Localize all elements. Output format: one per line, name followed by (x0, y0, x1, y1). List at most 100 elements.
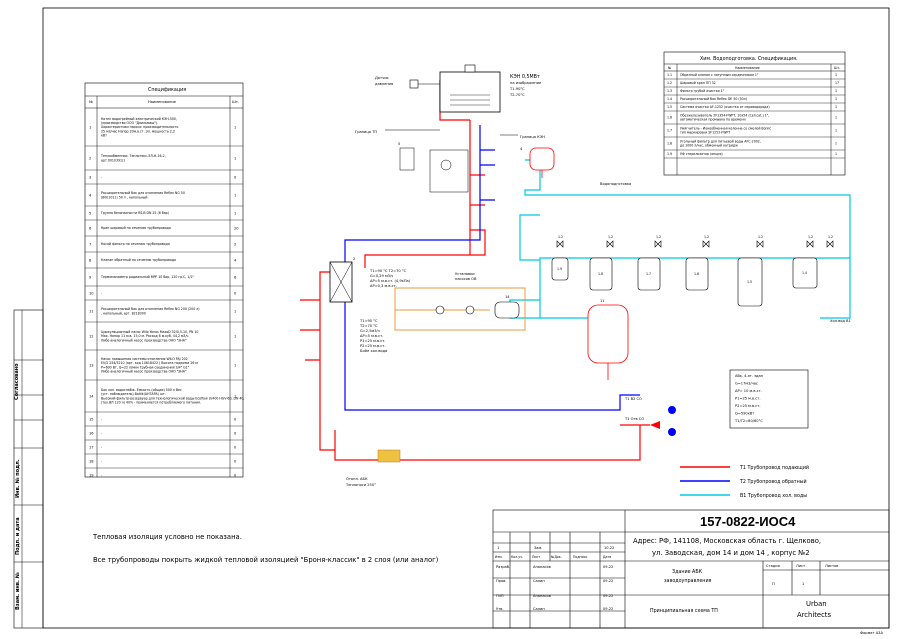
right-spec-row-qty: 1 (835, 105, 837, 109)
safety-group: 5 (398, 142, 469, 193)
ball-valve-label: 1.2 (704, 235, 709, 239)
left-spec-row-name: Группа безопасности RS-B DN 25 (6 бар) (101, 211, 169, 215)
side-stamp-agreed: Согласовано (14, 363, 20, 400)
filter-vessel (589, 257, 613, 291)
left-spec-row-name: (производство ООО "Доильмаш"). (101, 121, 158, 125)
ball-valve-label: 1.2 (656, 235, 661, 239)
right-spec-row-qty: 1 (835, 73, 837, 77)
expansion-tank-4: 4 (520, 147, 555, 178)
ball-valve-label: 1.2 (758, 235, 763, 239)
left-spec-row-name: Котел водогрейный электрический КЭН-500, (101, 117, 177, 121)
right-spec-title: Хим. Водоподготовка. Спецификация. (700, 56, 798, 62)
ball-valve-icon (756, 240, 764, 248)
legend-label: Т2 Трубопровод обратный (739, 478, 807, 485)
left-spec-row-qty: 1 (234, 364, 236, 368)
title-block-header-col: Лист (532, 555, 540, 559)
title-block-date: 09.22 (603, 579, 613, 583)
left-spec-row-name: - (101, 431, 102, 435)
left-spec-row-no: 10 (89, 292, 94, 296)
left-spec-row-name: кВт (101, 134, 107, 138)
to-abk-1: Т1 В2 СО (624, 397, 642, 401)
sensor-label-line-1: Датчик (375, 76, 390, 80)
left-spec-col-no: № (89, 100, 93, 104)
right-spec-row-no: 1.6 (667, 116, 672, 120)
sensor-label-line-2: давления (375, 82, 393, 86)
title-block-header-col: Кол.уч. (511, 555, 523, 559)
heat-exchanger: 2 (329, 257, 355, 303)
left-spec-row-no: 16 (89, 432, 94, 436)
left-spec-row-name: Клапан обратный по сечению трубопровода (101, 258, 176, 262)
to-abk-2: Т1 Отв СО (624, 417, 644, 421)
hx-side-3: G=2,5м3/ч (360, 329, 380, 333)
ball-valve-icon (556, 240, 564, 248)
left-spec-row-no: 2 (89, 157, 91, 161)
left-spec-row-name: Мах. Напор 11 м.в. 15,0 м. Расход 6 м.ку… (101, 334, 189, 338)
abk-param-line: Абк. 4-эт. здан (735, 374, 764, 378)
svg-text:14: 14 (505, 295, 510, 299)
hx-side-4: ΔP=5 м.в.ст. (360, 334, 383, 338)
left-spec-row-no: 6 (89, 227, 92, 231)
left-spec-row-qty: 1 (234, 335, 236, 339)
title-block-stage-head: Листов (825, 564, 838, 568)
return-pipe-main (344, 125, 640, 411)
svg-text:2: 2 (353, 257, 355, 261)
left-spec-row-no: 19 (89, 474, 94, 478)
rev-change: Зам. (534, 546, 542, 550)
right-spec-row-qty: 1 (835, 142, 837, 146)
note-insulation: Тепловая изоляция условно не показана. (92, 533, 242, 541)
right-spec-row-no: 1.9 (667, 152, 672, 156)
left-spec-row-name: - (101, 473, 102, 477)
left-spec-col-name: Наименование (148, 100, 177, 104)
left-spec-row-no: 12 (89, 335, 94, 339)
title-block-person: Апанасов (533, 594, 551, 598)
right-spec-row-name: Расширительный бак Reflex DE 50 (50л) (680, 97, 747, 101)
left-spec-row-name: - (101, 459, 102, 463)
ball-valve-label: 1.2 (608, 235, 613, 239)
title-block-header-col: Подпись (573, 555, 587, 559)
left-spec-row-qty: 1 (234, 310, 236, 314)
right-spec-row-no: 1.2 (667, 81, 672, 85)
left-spec-row-qty: 1 (234, 194, 236, 198)
title-block-role: ГИП (496, 594, 504, 598)
ball-valve-icon (654, 240, 662, 248)
left-spec-row-qty: 1 (234, 212, 236, 216)
title-block-person: Апанасов (533, 565, 551, 569)
boiler-label-line-1: КЭН 0,5МВт (510, 74, 540, 80)
right-spec-row-name: Обезжелезиватель 2F1354-FWPT, 10x54 (Cel… (680, 114, 769, 118)
hx-side-2: T2=70 °C (359, 324, 378, 328)
left-spec-row-no: 9 (89, 276, 92, 280)
legend-label: В1 Трубопровод хол. воды (740, 493, 807, 499)
left-spec-row-no: 17 (89, 446, 94, 450)
left-spec-row-name: - (101, 175, 102, 179)
left-spec-row-qty: 6 (234, 276, 237, 280)
left-spec-row-no: 8 (89, 259, 92, 263)
svg-text:4: 4 (520, 147, 523, 151)
left-spec-row-name: 25 м3/час Напор 20м.в.ст. Эл. мощность 2… (101, 129, 175, 133)
left-spec-row-name: Косой фильтр по сечению трубопровода (101, 242, 170, 246)
filter-vessel (637, 257, 661, 291)
left-spec-row-name: Расширительный бак для отопления Reflex … (101, 307, 200, 311)
cold-water-label: Хол.вод В1 (830, 319, 851, 323)
left-spec-row-qty: 1 (234, 157, 236, 161)
right-spec-row-name: автоматическая промывка по времени (680, 118, 746, 122)
svg-text:11: 11 (600, 299, 605, 303)
left-spec-row-qty: 0 (234, 474, 237, 478)
title-block-person: Салин (533, 607, 545, 611)
hx-side-1: T1=95 °C (359, 319, 378, 323)
title-block-header-col: Изм. (495, 555, 503, 559)
right-spec-row-no: 1.3 (667, 89, 672, 93)
expansion-tank-11: 11 (587, 299, 629, 380)
cold-water-pipe (509, 159, 851, 319)
pump-group: 14 (435, 295, 520, 319)
abk-param-line: T1/T2=80/60°C (734, 419, 763, 423)
filter-vessel-label: 1.8 (598, 272, 603, 276)
filter-vessel-label: 1.9 (557, 267, 562, 271)
right-spec-row-no: 1.5 (667, 105, 672, 109)
heating-label-2: Теплоноси 250° (345, 483, 376, 487)
right-spec-row-name: Система очистки AF-1252 (очистка от серо… (680, 105, 770, 109)
ball-valve-label: 1.2 (828, 235, 833, 239)
left-spec-row-name: , напольный, арт. 8218300 (101, 311, 146, 315)
object-line-2: заводоуправления (664, 579, 712, 584)
